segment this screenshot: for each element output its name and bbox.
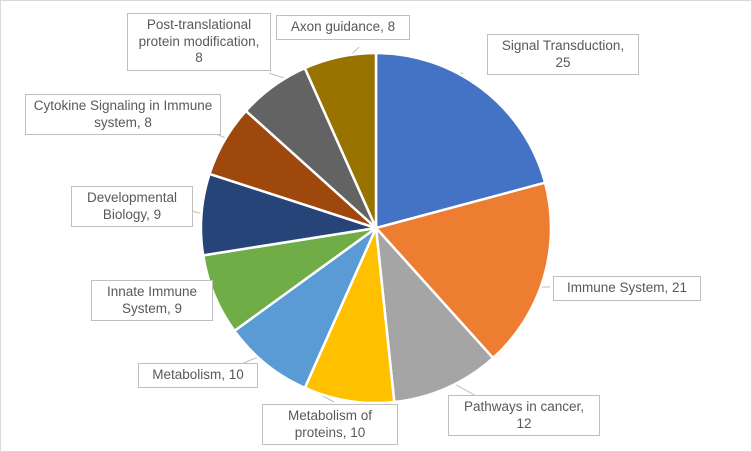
- slice-label-metabolism-of-proteins: Metabolism of proteins, 10: [262, 404, 398, 445]
- slice-label-developmental-biology: Developmental Biology, 9: [71, 186, 193, 227]
- slice-label-immune-system: Immune System, 21: [553, 276, 701, 301]
- slice-label-cytokine-signaling: Cytokine Signaling in Immune system, 8: [25, 94, 221, 135]
- pie-slice[interactable]: [374, 226, 495, 404]
- pie-slice[interactable]: [233, 226, 378, 390]
- pie-slice[interactable]: [374, 181, 553, 360]
- slice-label-axon-guidance: Axon guidance, 8: [276, 15, 410, 40]
- slice-label-metabolism: Metabolism, 10: [138, 363, 258, 388]
- pie-slice[interactable]: [303, 226, 396, 405]
- slice-label-pathways-in-cancer: Pathways in cancer, 12: [448, 395, 600, 436]
- pie-slice[interactable]: [303, 51, 378, 230]
- slice-label-post-translational-modification: Post-translational protein modification,…: [127, 13, 271, 71]
- pie-slice[interactable]: [374, 51, 547, 230]
- slice-label-innate-immune-system: Innate Immune System, 9: [91, 280, 213, 321]
- slice-label-signal-transduction: Signal Transduction, 25: [487, 34, 639, 75]
- pie-slices[interactable]: [199, 51, 553, 405]
